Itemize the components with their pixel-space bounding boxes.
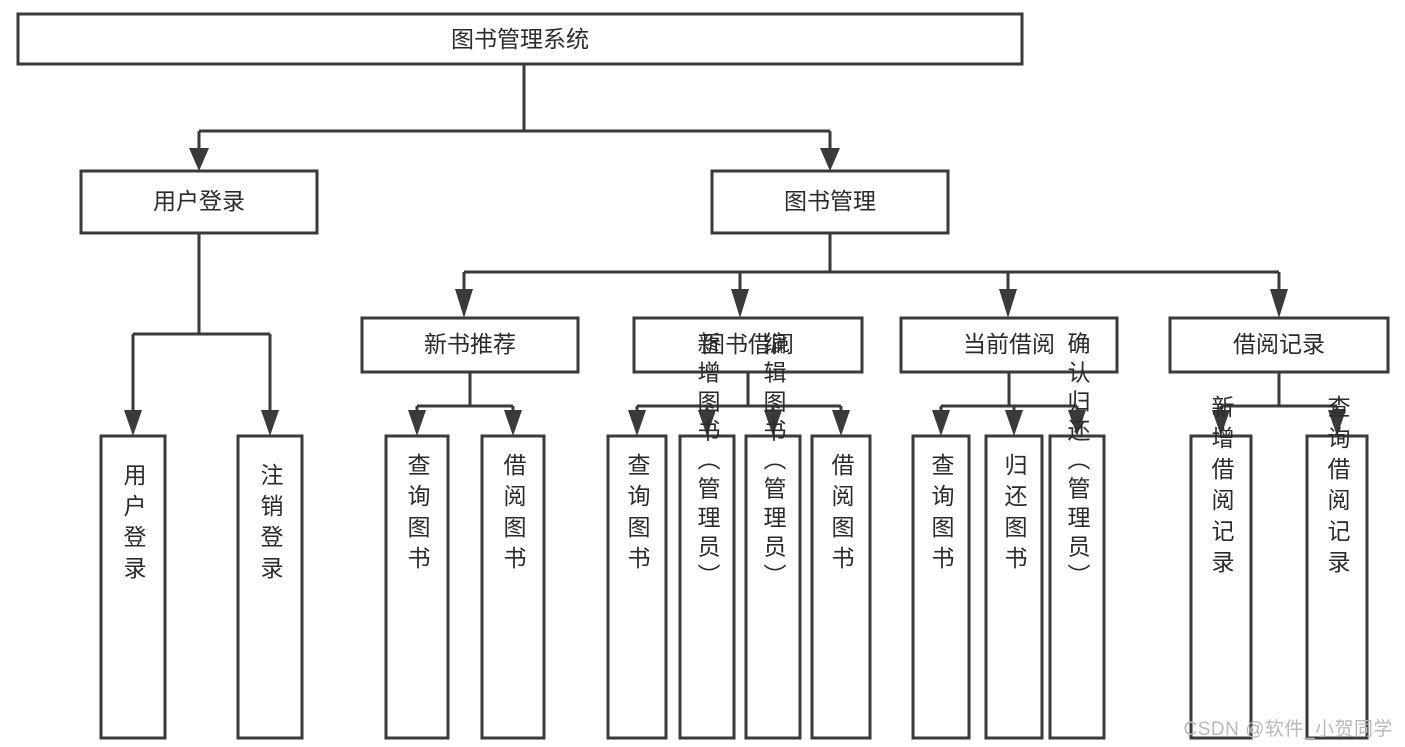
leaf-borrow-book-1-label: 借阅图书 [500,453,527,577]
node-current-borrow-box[interactable] [899,316,1119,374]
leaf-query-book-2-label: 查询图书 [624,453,651,577]
arrow-user-login [189,148,209,171]
node-borrow-records-box[interactable] [1168,316,1390,374]
arrow-borrow [731,289,749,318]
leaf-edit-book-box[interactable] [744,434,802,740]
node-new-books-box[interactable] [360,316,580,374]
leaf-edit-book-label: 编辑图书（管理员） [760,332,787,593]
leaf-query-book-2-box[interactable] [606,434,668,740]
leaf-user-login-box[interactable] [99,434,167,740]
node-user-login-label: 用户登录 [153,188,245,214]
leaf-return-book-box[interactable] [984,434,1044,740]
leaf-query-book-3-label: 查询图书 [928,453,955,577]
leaf-return-book-label: 归还图书 [1001,453,1028,577]
arrow-leaf-logout [261,410,279,436]
leaf-query-book-3-box[interactable] [911,434,971,740]
arrow-records [1270,289,1288,318]
leaf-add-book-box[interactable] [678,434,736,740]
leaf-query-book-1-box[interactable] [384,434,450,740]
leaf-add-book-label: 新增图书（管理员） [694,332,721,593]
leaf-add-record-box[interactable] [1189,434,1253,740]
leaf-logout-label: 注销登录 [257,463,284,587]
arrow-leaf-confirm-return [1068,410,1086,436]
leaf-add-record-label: 新增借阅记录 [1208,395,1235,581]
node-book-mgmt-label: 图书管理 [784,188,876,214]
leaf-user-login-label: 用户登录 [120,463,147,587]
arrow-leaf-borrow-book-1 [504,410,522,436]
leaf-query-record-box[interactable] [1305,434,1369,740]
arrow-leaf-borrow-book-2 [832,410,850,436]
node-new-books-label: 新书推荐 [424,331,516,357]
node-root-label: 图书管理系统 [451,26,589,52]
leaf-borrow-book-1-box[interactable] [480,434,546,740]
leaf-query-record-label: 查询借阅记录 [1324,395,1351,581]
arrow-leaf-query-book-1 [408,410,426,436]
arrow-leaf-user-login [124,410,142,436]
leaf-query-book-1-label: 查询图书 [404,453,431,577]
node-book-mgmt-box[interactable] [710,169,950,235]
node-borrow-label: 图书借阅 [702,331,794,357]
arrow-new-books [455,289,473,318]
arrow-leaf-edit-book [764,410,782,436]
arrow-leaf-add-book [698,410,716,436]
leaf-confirm-return-box[interactable] [1048,434,1106,740]
node-borrow-records-label: 借阅记录 [1233,331,1325,357]
csdn-watermark: CSDN @软件_小贺同学 [1183,719,1393,740]
leaf-borrow-book-2-label: 借阅图书 [828,453,855,577]
arrow-leaf-add-record [1212,410,1230,436]
arrow-current [999,289,1017,318]
leaf-borrow-book-2-box[interactable] [810,434,872,740]
arrow-book-mgmt [820,148,840,171]
arrow-leaf-return-book [1005,410,1023,436]
arrow-leaf-query-book-3 [932,410,950,436]
leaf-confirm-return-label: 确认归还（管理员） [1064,332,1091,593]
node-current-borrow-label: 当前借阅 [963,331,1055,357]
arrow-leaf-query-record [1328,410,1346,436]
arrow-leaf-query-book-2 [628,410,646,436]
node-root-box[interactable] [16,12,1024,66]
leaf-logout-box[interactable] [236,434,304,740]
